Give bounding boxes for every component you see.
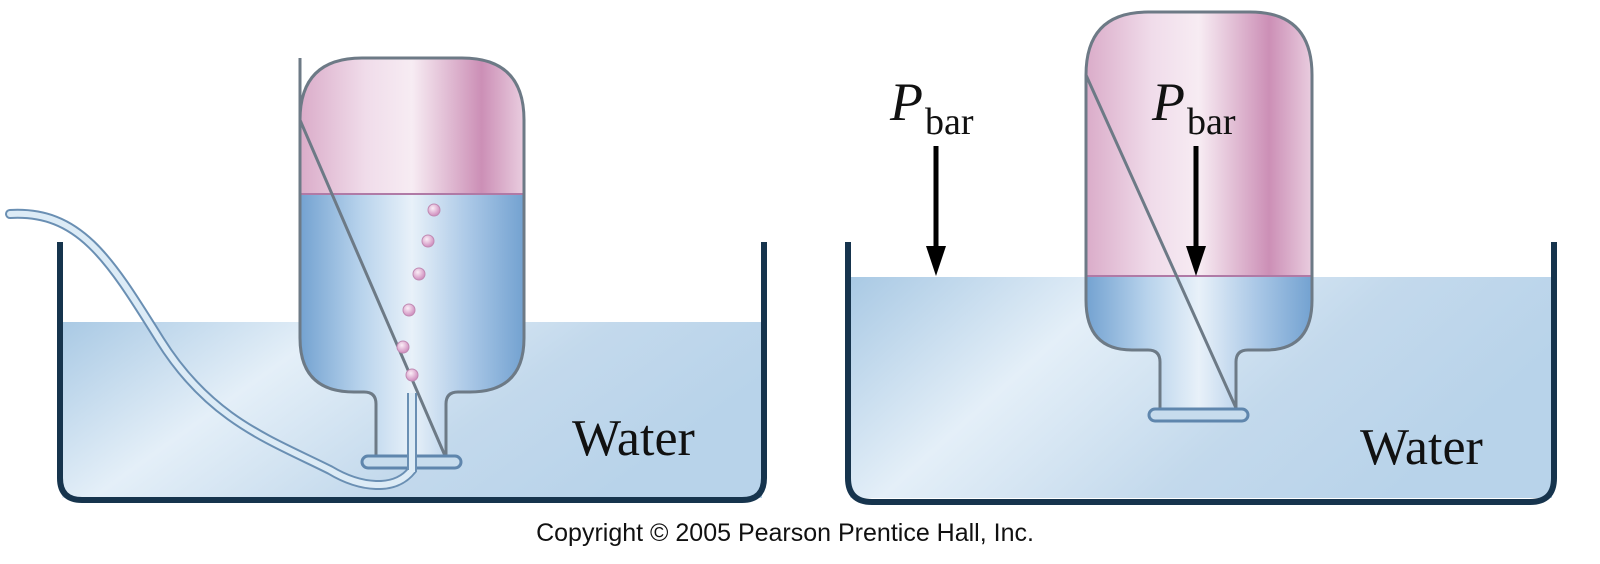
left-water-label: Water bbox=[572, 410, 695, 467]
pressure-label-bottle: Pbar bbox=[1151, 72, 1236, 143]
left-trough bbox=[57, 242, 767, 503]
right-bottle-rim bbox=[1147, 407, 1250, 423]
left-bottle-gas bbox=[300, 58, 524, 194]
gas-bubbles bbox=[396, 203, 441, 382]
right-water-label: Water bbox=[1360, 419, 1483, 476]
right-trough bbox=[845, 242, 1557, 505]
pressure-arrow-bottle bbox=[1186, 146, 1206, 276]
svg-text:Pbar: Pbar bbox=[889, 72, 974, 143]
right-collection-bottle bbox=[1084, 10, 1314, 423]
right-bottle-gas bbox=[1086, 12, 1312, 276]
right-setup: Pbar Pbar Water bbox=[845, 10, 1557, 505]
copyright-notice: Copyright © 2005 Pearson Prentice Hall, … bbox=[536, 519, 1034, 547]
svg-text:Pbar: Pbar bbox=[1151, 72, 1236, 143]
left-setup: Water bbox=[5, 56, 767, 503]
pressure-label-open-water: Pbar bbox=[889, 72, 974, 143]
pressure-arrow-open-water bbox=[926, 146, 946, 276]
